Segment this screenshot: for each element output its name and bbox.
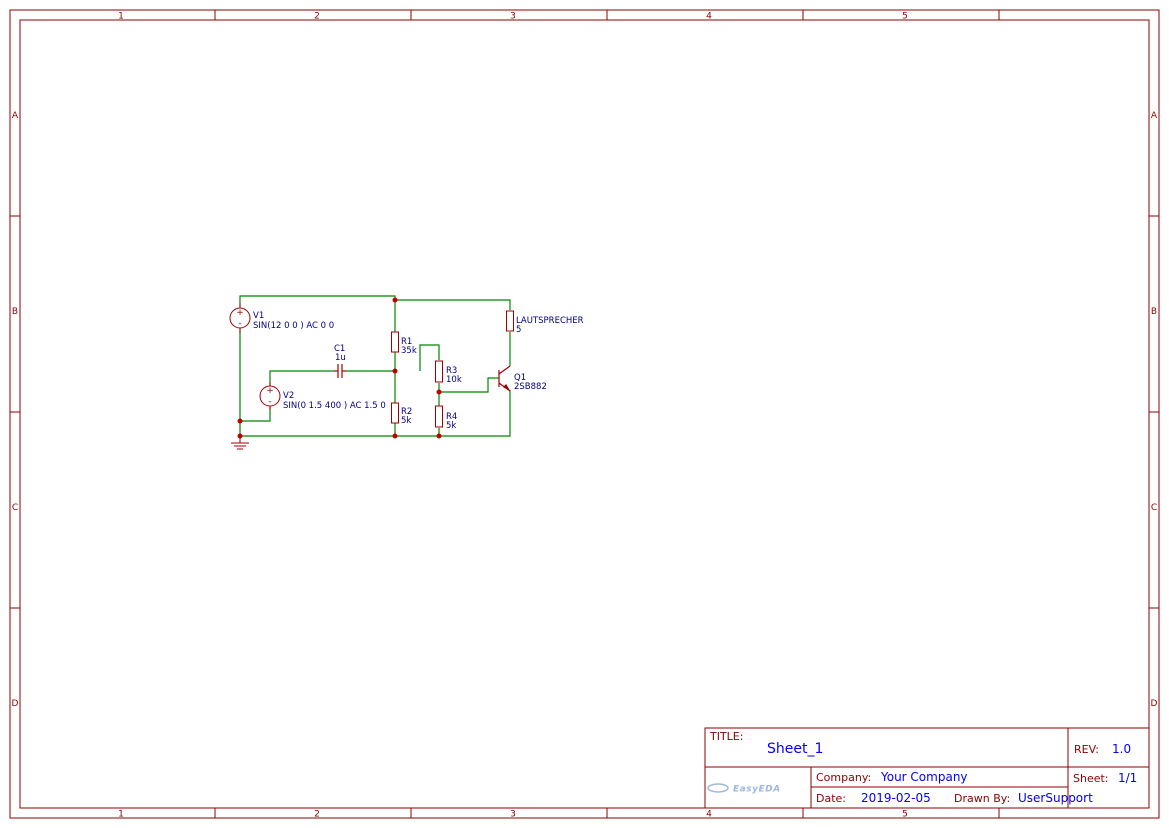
svg-text:+: + bbox=[236, 308, 244, 318]
sheet-value: 1/1 bbox=[1118, 771, 1137, 785]
q1-value: 2SB882 bbox=[514, 382, 547, 392]
resistor-r2[interactable] bbox=[391, 402, 399, 424]
easyeda-logo: EasyEDA bbox=[707, 783, 781, 795]
frame-row-label: A bbox=[12, 111, 19, 121]
svg-text:EasyEDA: EasyEDA bbox=[733, 785, 781, 795]
frame-col-label: 4 bbox=[706, 810, 712, 820]
date-value: 2019-02-05 bbox=[861, 791, 931, 805]
speaker-value: 5 bbox=[516, 325, 521, 335]
r4-value: 5k bbox=[446, 421, 456, 431]
frame-col-label: 5 bbox=[902, 12, 908, 22]
frame-col-label: 4 bbox=[706, 12, 712, 22]
rev-key: REV: bbox=[1074, 743, 1099, 756]
svg-text:-: - bbox=[268, 397, 271, 407]
frame-row-label: B bbox=[1151, 307, 1157, 317]
date-key: Date: bbox=[816, 792, 846, 805]
c1-designator: C1 bbox=[334, 344, 345, 354]
svg-text:-: - bbox=[238, 319, 241, 329]
sheet-frame bbox=[9, 9, 1160, 819]
resistor-r4[interactable] bbox=[435, 405, 443, 428]
v1-value: SIN(12 0 0 ) AC 0 0 bbox=[253, 321, 334, 331]
c1-value: 1u bbox=[335, 353, 346, 363]
frame-col-label: 2 bbox=[314, 810, 320, 820]
transistor-q1[interactable] bbox=[498, 365, 511, 392]
r3-value: 10k bbox=[446, 375, 462, 385]
junction-dot bbox=[436, 389, 442, 395]
title-block bbox=[704, 727, 1150, 809]
junctions bbox=[237, 297, 442, 439]
frame-row-label: A bbox=[1151, 111, 1158, 121]
resistor-r3[interactable] bbox=[435, 360, 443, 383]
wires bbox=[239, 295, 511, 437]
frame-col-label: 3 bbox=[510, 810, 516, 820]
v2-designator: V2 bbox=[283, 391, 294, 401]
frame-col-label: 3 bbox=[510, 12, 516, 22]
junction-dot bbox=[392, 368, 398, 374]
resistor-r1[interactable] bbox=[391, 331, 399, 353]
junction-dot bbox=[436, 433, 442, 439]
r2-designator: R2 bbox=[401, 407, 412, 417]
rev-value: 1.0 bbox=[1112, 742, 1131, 756]
svg-text:+: + bbox=[266, 386, 274, 396]
company-value: Your Company bbox=[880, 770, 968, 784]
junction-dot bbox=[237, 418, 243, 424]
v2-value: SIN(0 1.5 400 ) AC 1.5 0 bbox=[283, 401, 386, 411]
frame-row-label: D bbox=[12, 699, 19, 709]
junction-dot bbox=[392, 297, 398, 303]
title-value: Sheet_1 bbox=[767, 741, 823, 757]
junction-dot bbox=[392, 433, 398, 439]
r2-value: 5k bbox=[401, 416, 411, 426]
capacitor-c1[interactable] bbox=[334, 364, 346, 378]
v1-designator: V1 bbox=[253, 311, 264, 321]
speaker-designator: LAUTSPRECHER bbox=[516, 316, 584, 326]
q1-designator: Q1 bbox=[514, 373, 526, 383]
frame-col-label: 2 bbox=[314, 12, 320, 22]
company-key: Company: bbox=[816, 771, 871, 784]
frame-row-label: C bbox=[12, 503, 18, 513]
speaker-lautsprecher[interactable] bbox=[506, 310, 514, 332]
source-v1[interactable]: + - bbox=[229, 303, 251, 333]
drawn-by-key: Drawn By: bbox=[954, 792, 1010, 805]
source-v2[interactable]: + - bbox=[259, 382, 281, 410]
r3-designator: R3 bbox=[446, 366, 457, 376]
r4-designator: R4 bbox=[446, 412, 457, 422]
frame-col-label: 1 bbox=[118, 12, 124, 22]
sheet-key: Sheet: bbox=[1073, 772, 1109, 785]
frame-row-label: D bbox=[1151, 699, 1158, 709]
frame-col-label: 5 bbox=[902, 810, 908, 820]
r1-designator: R1 bbox=[401, 337, 412, 347]
frame-row-label: B bbox=[12, 307, 18, 317]
drawn-by-value: UserSupport bbox=[1018, 791, 1093, 805]
ground-symbol bbox=[231, 436, 249, 450]
title-key: TITLE: bbox=[709, 730, 743, 743]
frame-col-label: 1 bbox=[118, 810, 124, 820]
frame-row-label: C bbox=[1151, 503, 1157, 513]
r1-value: 35k bbox=[401, 346, 417, 356]
